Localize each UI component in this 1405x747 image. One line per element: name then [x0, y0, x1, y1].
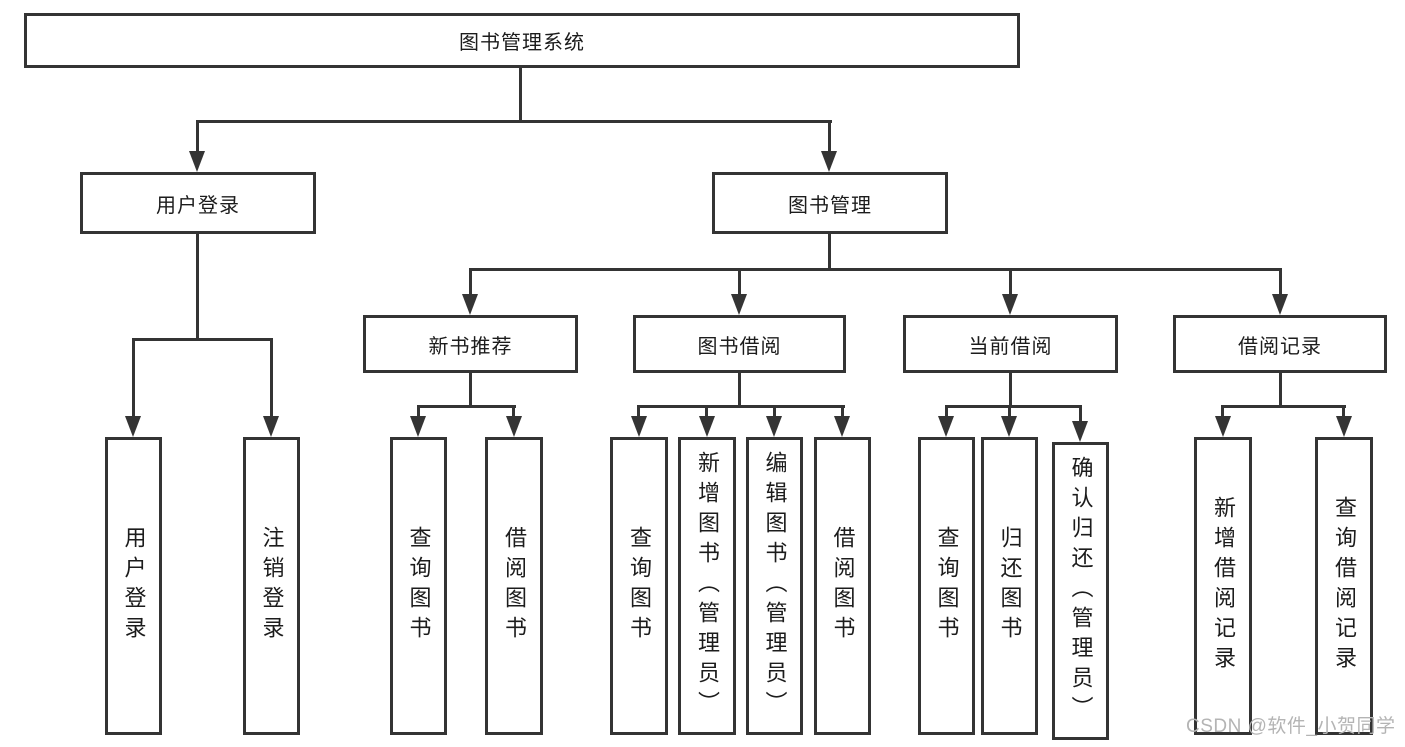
node-current-borrowing: 当前借阅: [903, 315, 1118, 373]
connector-login-shaft-2: [270, 338, 273, 418]
leaf-add-book-admin: 新增图书（管理员）: [678, 437, 736, 735]
connector-g3-branch: [637, 405, 845, 408]
connector-g3-stub: [738, 373, 741, 405]
arrowhead-down-icon: [125, 416, 141, 437]
arrowhead-down-icon: [731, 294, 747, 315]
leaf-query-books-current: 查询图书: [918, 437, 975, 735]
arrowhead-down-icon: [1072, 421, 1088, 442]
arrowhead-down-icon: [938, 416, 954, 437]
leaf-return-book: 归还图书: [981, 437, 1038, 735]
leaf-query-books-recommend: 查询图书: [390, 437, 447, 735]
arrowhead-down-icon: [263, 416, 279, 437]
leaf-user-login: 用户登录: [105, 437, 162, 735]
arrowhead-down-icon: [821, 151, 837, 172]
leaf-query-borrow-record: 查询借阅记录: [1315, 437, 1373, 735]
arrowhead-down-icon: [766, 416, 782, 437]
connector-g4-shaft-2: [1008, 405, 1011, 416]
connector-l2-shaft-left: [196, 120, 199, 153]
connector-g2-shaft-2: [512, 405, 515, 416]
arrowhead-down-icon: [699, 416, 715, 437]
connector-g3-shaft-3: [773, 405, 776, 416]
leaf-edit-book-admin: 编辑图书（管理员）: [746, 437, 803, 735]
connector-g5-shaft-2: [1342, 405, 1345, 416]
node-user-login: 用户登录: [80, 172, 316, 234]
connector-mgmt-stub: [828, 234, 831, 268]
connector-g4-shaft-3: [1079, 405, 1082, 421]
connector-g5-branch: [1221, 405, 1346, 408]
connector-g4-stub: [1009, 373, 1012, 405]
connector-l2-shaft-right: [828, 120, 831, 153]
leaf-borrow-books: 借阅图书: [814, 437, 871, 735]
node-book-borrowing: 图书借阅: [633, 315, 846, 373]
connector-g2-branch: [417, 405, 516, 408]
connector-g4-shaft-1: [945, 405, 948, 416]
connector-l3-shaft-1: [469, 268, 472, 294]
connector-l2-branch: [196, 120, 832, 123]
leaf-query-books-borrow: 查询图书: [610, 437, 668, 735]
arrowhead-down-icon: [1336, 416, 1352, 437]
arrowhead-down-icon: [1272, 294, 1288, 315]
arrowhead-down-icon: [189, 151, 205, 172]
node-book-management: 图书管理: [712, 172, 948, 234]
connector-g3-shaft-4: [841, 405, 844, 416]
connector-g3-shaft-1: [637, 405, 640, 416]
arrowhead-down-icon: [462, 294, 478, 315]
connector-g3-shaft-2: [705, 405, 708, 416]
arrowhead-down-icon: [410, 416, 426, 437]
leaf-borrow-books-recommend: 借阅图书: [485, 437, 543, 735]
connector-g5-stub: [1279, 373, 1282, 405]
arrowhead-down-icon: [834, 416, 850, 437]
arrowhead-down-icon: [631, 416, 647, 437]
arrowhead-down-icon: [506, 416, 522, 437]
connector-l3-shaft-4: [1279, 268, 1282, 294]
arrowhead-down-icon: [1002, 294, 1018, 315]
node-new-book-recommend: 新书推荐: [363, 315, 578, 373]
connector-g5-shaft-1: [1221, 405, 1224, 416]
csdn-watermark: CSDN @软件_小贺同学: [1186, 716, 1396, 737]
leaf-logout: 注销登录: [243, 437, 300, 735]
leaf-confirm-return-admin: 确认归还（管理员）: [1052, 442, 1109, 740]
connector-l3-shaft-2: [738, 268, 741, 294]
connector-l3-branch: [469, 268, 1282, 271]
connector-g2-stub: [469, 373, 472, 405]
leaf-add-borrow-record: 新增借阅记录: [1194, 437, 1252, 735]
arrowhead-down-icon: [1001, 416, 1017, 437]
connector-l3-shaft-3: [1009, 268, 1012, 294]
node-borrowing-records: 借阅记录: [1173, 315, 1387, 373]
connector-root-stub: [519, 68, 522, 123]
connector-g4-branch: [945, 405, 1082, 408]
connector-login-shaft-1: [132, 338, 135, 418]
node-root-library-system: 图书管理系统: [24, 13, 1020, 68]
connector-g2-shaft-1: [417, 405, 420, 416]
connector-login-stub: [196, 234, 199, 338]
connector-login-branch: [132, 338, 273, 341]
arrowhead-down-icon: [1215, 416, 1231, 437]
